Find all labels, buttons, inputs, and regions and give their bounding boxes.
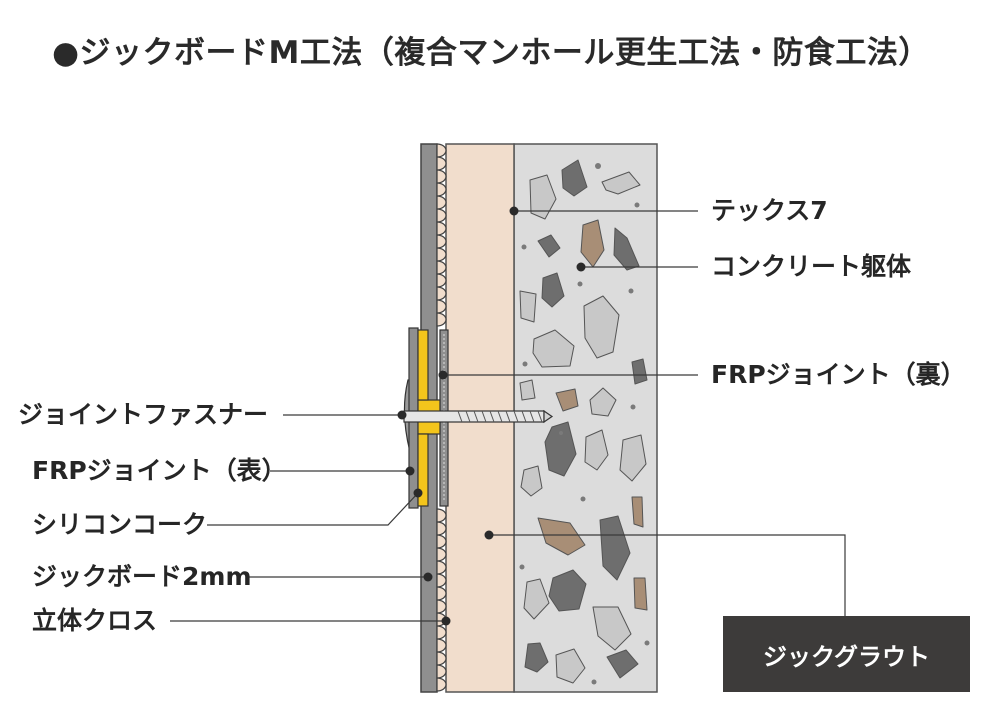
leader-dot-frp-front [405,466,415,476]
cloth-scallops-lower [436,508,447,692]
leader-dot-silicone [413,488,423,498]
label-cloth: 立体クロス [32,606,158,635]
leader-dot-grout [484,530,494,540]
label-grout: ジックグラウト [723,616,970,692]
leader-line-grout [489,534,846,616]
label-silicone: シリコンコーク [32,510,208,539]
label-tex: テックス7 [711,196,828,225]
leader-dot-fastener [397,410,407,420]
screw-tex7 [403,409,554,424]
leader-dot-jicboard [423,572,433,582]
cloth-scallops-upper [436,143,447,327]
label-fastener: ジョイントファスナー [18,400,269,429]
label-frp-front: FRPジョイント（表） [32,456,287,485]
leader-dot-tex [509,206,519,216]
leader-dot-frp-back [438,370,448,380]
page-title: ●ジックボードM工法（複合マンホール更生工法・防食工法） [52,35,930,71]
leader-line-silicone [207,492,419,526]
label-frp-back: FRPジョイント（裏） [711,360,966,389]
label-concrete: コンクリート躯体 [711,252,912,281]
leader-dot-concrete [576,262,586,272]
label-jicboard: ジックボード2mm [32,562,252,591]
leader-dot-cloth [441,616,451,626]
concrete-body [513,143,658,693]
